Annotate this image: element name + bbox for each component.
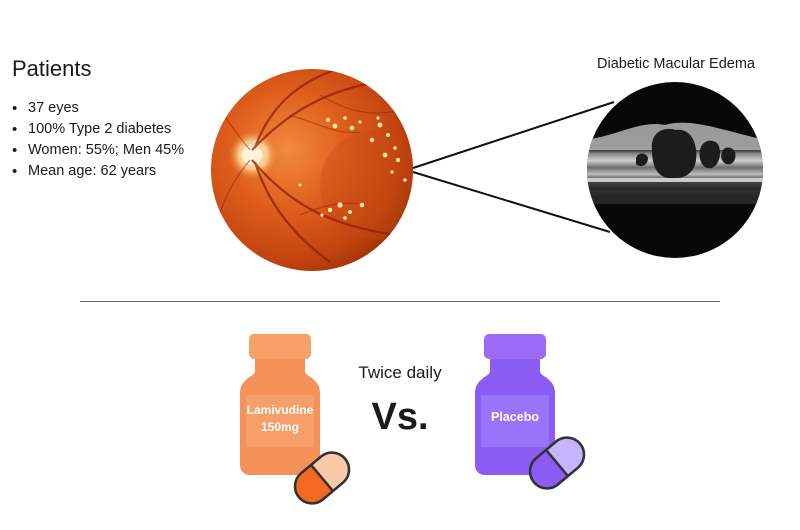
oct-scan-image-icon	[587, 82, 763, 258]
pill-bottle-icon	[240, 334, 320, 475]
zoom-line-bottom	[412, 171, 611, 233]
section-divider	[80, 301, 720, 302]
list-item: Women: 55%; Men 45%	[12, 140, 184, 161]
dme-title: Diabetic Macular Edema	[597, 56, 755, 72]
drug-label: Lamivudine 150mg	[246, 403, 314, 434]
pill-bottle-icon	[475, 334, 555, 475]
zoom-line-top	[412, 101, 615, 169]
list-item: 37 eyes	[12, 98, 184, 119]
capsule-icon	[528, 436, 586, 490]
list-item: 100% Type 2 diabetes	[12, 119, 184, 140]
versus-label: Vs.	[371, 396, 429, 438]
fundus-image-icon	[211, 69, 413, 271]
dosing-frequency: Twice daily	[358, 363, 442, 382]
capsule-icon	[293, 451, 351, 505]
placebo-label: Placebo	[491, 410, 539, 424]
patients-list: 37 eyes 100% Type 2 diabetes Women: 55%;…	[12, 98, 184, 182]
list-item: Mean age: 62 years	[12, 161, 184, 182]
patients-title: Patients	[12, 56, 92, 81]
